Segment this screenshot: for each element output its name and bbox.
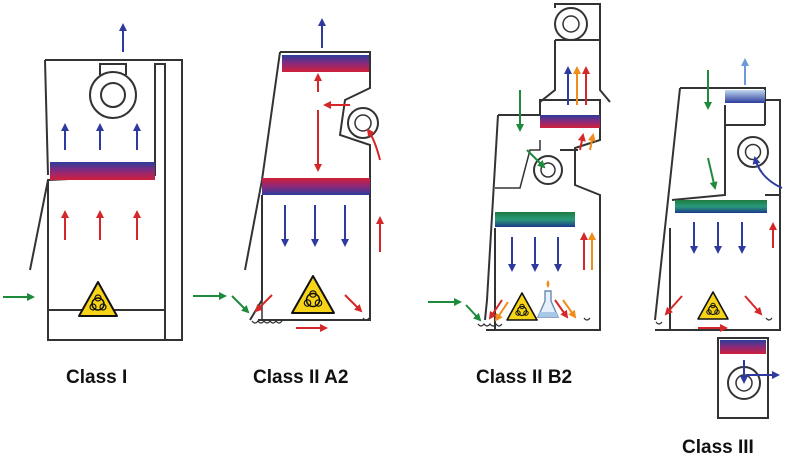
class-3-label: Class III — [682, 437, 754, 458]
class-2b2-label: Class II B2 — [476, 367, 573, 388]
grille — [477, 317, 591, 327]
cabinet-outline — [495, 140, 541, 189]
grille — [251, 317, 370, 324]
arrow-icon — [587, 133, 596, 151]
hepa-filter — [725, 90, 765, 103]
hepa-filter — [282, 55, 369, 72]
hepa-filter — [50, 162, 155, 180]
arrow-icon — [707, 157, 718, 190]
class-1-cabinet — [3, 23, 183, 341]
arrow-icon — [465, 304, 482, 322]
class-3-cabinet — [654, 58, 783, 419]
class-2b2-cabinet — [428, 3, 611, 331]
arrow-icon — [254, 294, 273, 313]
grille — [655, 317, 773, 325]
arrow-icon — [577, 133, 586, 151]
hepa-filter — [495, 212, 575, 227]
hepa-filter — [262, 178, 370, 195]
arrow-icon — [494, 301, 509, 322]
biohazard-icon — [697, 291, 729, 320]
cabinet-outline — [654, 87, 781, 331]
class-2a2-label: Class II A2 — [253, 367, 349, 388]
hepa-filter — [540, 115, 600, 128]
hepa-filter — [720, 340, 766, 354]
cabinet-body — [45, 59, 183, 341]
class-2a2-cabinet — [193, 18, 384, 332]
fan-icon — [737, 136, 769, 168]
arrow-icon — [744, 295, 763, 316]
biohazard-icon — [506, 292, 538, 321]
arrow-icon — [554, 299, 569, 319]
biohazard-icon — [291, 275, 335, 314]
arrow-icon — [366, 128, 381, 161]
fan-icon — [89, 63, 137, 119]
biohazard-icon — [78, 281, 118, 317]
arrow-icon — [562, 299, 577, 319]
arrow-icon — [664, 295, 683, 316]
arrow-icon — [752, 156, 783, 189]
fan-icon — [554, 3, 601, 41]
arrow-icon — [526, 149, 546, 169]
flask-icon — [536, 280, 560, 318]
hepa-filter — [675, 200, 767, 213]
cabinet-outline — [484, 99, 601, 331]
fan-icon — [347, 107, 379, 139]
class-1-label: Class I — [66, 367, 128, 388]
arrow-icon — [231, 295, 250, 314]
arrow-icon — [488, 299, 503, 320]
arrow-icon — [344, 294, 363, 313]
